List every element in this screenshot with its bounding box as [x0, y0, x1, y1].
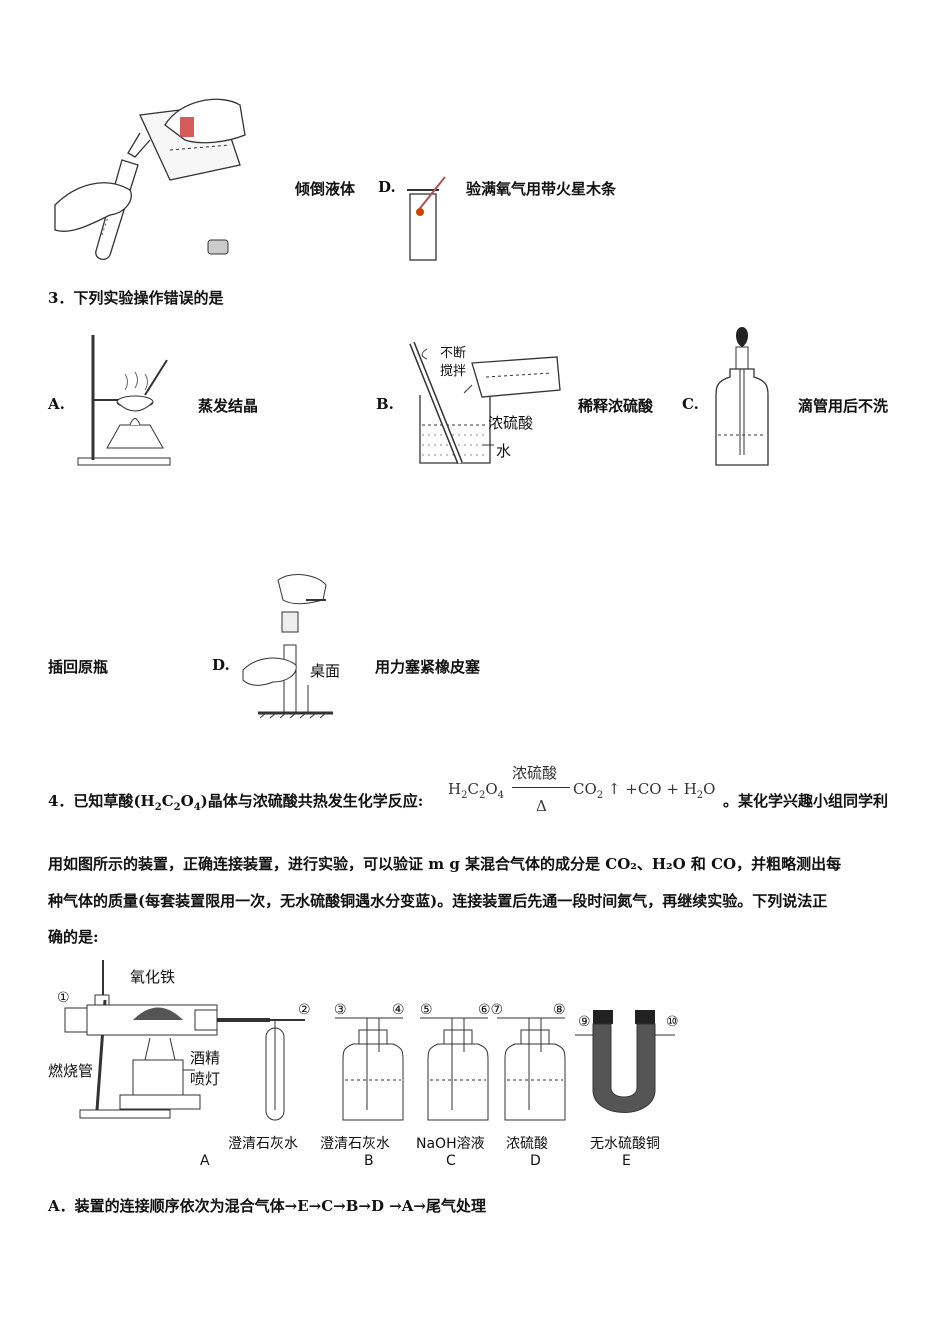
q4-stem-prefix: 4．已知草酸(H [48, 792, 155, 810]
letter-e: E [622, 1153, 631, 1169]
u-tube-e [575, 1010, 675, 1113]
pouring-liquid-figure [54, 98, 246, 261]
stir-label-1: 不断 [440, 346, 467, 361]
lamp-label-1: 酒精 [190, 1049, 221, 1067]
q3-c-cont: 插回原瓶 [48, 658, 109, 676]
letter-c: C [446, 1153, 456, 1169]
q3-b-letter: B. [376, 395, 394, 413]
q4-line3: 种气体的质量(每套装置限用一次，无水硫酸铜遇水分变蓝)。连接装置后先通一段时间氮… [48, 892, 828, 910]
reaction-condition-top: 浓硫酸 [512, 764, 558, 782]
dropper-bottle-figure [715, 327, 769, 466]
option-d-letter: D. [378, 178, 396, 196]
port-8: ⑧ [553, 1002, 566, 1018]
q3-a-text: 蒸发结晶 [198, 397, 259, 415]
q4-line2: 用如图所示的装置，正确连接装置，进行实验，可以验证 m g 某混合气体的成分是 … [48, 855, 842, 873]
letter-a: A [200, 1153, 210, 1169]
q3-d-text: 用力塞紧橡皮塞 [375, 658, 481, 676]
q3-a-letter: A. [48, 395, 65, 413]
wash-bottle-b [335, 1017, 404, 1121]
q3-d-letter: D. [212, 656, 230, 674]
caption-e-reagent: 无水硫酸铜 [590, 1136, 660, 1152]
caption-a-reagent: 澄清石灰水 [228, 1136, 298, 1152]
reaction-condition-bottom: Δ [536, 797, 547, 815]
port-9: ⑨ [578, 1014, 591, 1030]
q3-b-text: 稀释浓硫酸 [578, 397, 654, 415]
q4-stem-suffix: 。某化学兴趣小组同学利 [723, 792, 889, 810]
port-5: ⑤ [420, 1002, 433, 1018]
port-2: ② [298, 1002, 311, 1018]
reaction-products: CO2 ↑ +CO + H2O [573, 780, 716, 801]
q3-c-text: 滴管用后不洗 [798, 397, 889, 415]
q4-line4: 确的是: [48, 928, 99, 946]
iron-oxide-label: 氧化铁 [130, 968, 176, 986]
wash-bottle-c [420, 1017, 489, 1121]
evaporation-figure [77, 335, 171, 466]
desk-label: 桌面 [310, 662, 341, 680]
q4-stem-line1: 4．已知草酸(H2C2O4)晶体与浓硫酸共热发生化学反应: [48, 792, 424, 813]
port-4: ④ [392, 1002, 405, 1018]
stopper-figure [242, 574, 333, 719]
caption-b-reagent: 澄清石灰水 [320, 1136, 390, 1152]
acid-fig-label: 浓硫酸 [488, 414, 534, 432]
oxygen-test-figure [407, 176, 446, 261]
port-6-7: ⑥⑦ [478, 1002, 504, 1018]
combustion-tube-label: 燃烧管 [48, 1062, 94, 1080]
port-1: ① [57, 990, 70, 1006]
port-10: ⑩ [666, 1014, 679, 1030]
q4-stem-mid: 晶体与浓硫酸共热发生化学反应: [207, 792, 424, 810]
reaction-arrow-line [512, 787, 570, 788]
q3-c-letter: C. [682, 395, 699, 413]
q3-stem: 3．下列实验操作错误的是 [48, 289, 224, 307]
caption-d-reagent: 浓硫酸 [506, 1136, 548, 1152]
stir-label-2: 搅拌 [440, 364, 467, 379]
lamp-label-2: 喷灯 [190, 1070, 221, 1088]
dilution-figure [409, 341, 561, 465]
option-d-text: 验满氧气用带火星木条 [466, 180, 617, 198]
apparatus-figure [64, 960, 675, 1121]
port-3: ③ [334, 1002, 347, 1018]
caption-c-reagent: NaOH溶液 [416, 1136, 485, 1152]
pour-label: 倾倒液体 [295, 180, 356, 198]
water-fig-label: 水 [496, 442, 512, 460]
letter-b: B [364, 1153, 374, 1169]
wash-bottle-d [497, 1017, 566, 1121]
q4-option-a: A．装置的连接顺序依次为混合气体→E→C→B→D →A→尾气处理 [48, 1197, 486, 1215]
letter-d: D [530, 1153, 541, 1169]
reaction-reactant: H2C2O4 [448, 780, 505, 801]
